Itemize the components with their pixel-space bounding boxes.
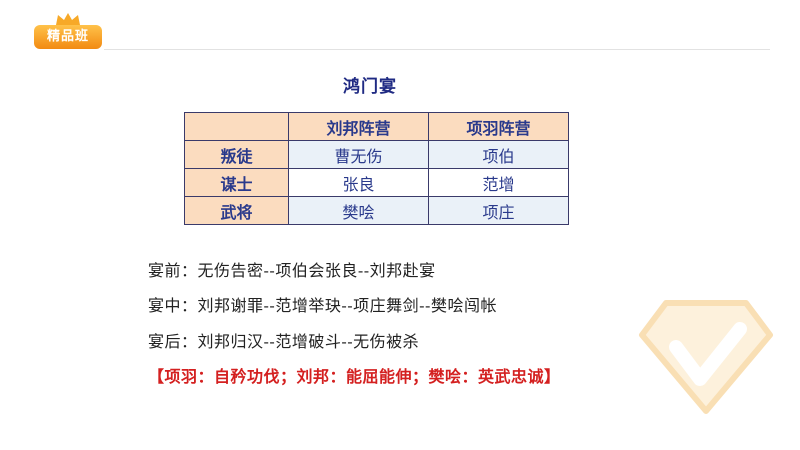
table-cell: 樊哙 — [288, 196, 429, 225]
header-divider — [104, 49, 770, 50]
table-row: 武将 樊哙 项庄 — [184, 196, 569, 225]
watermark-logo-icon — [639, 300, 773, 414]
page-title: 鸿门宴 — [343, 77, 397, 97]
plot-line-before: 宴前：无伤告密--项伯会张良--刘邦赴宴 — [148, 261, 436, 280]
table-cell: 项庄 — [428, 196, 569, 225]
character-summary: 【项羽：自矜功伐；刘邦：能屈能伸；樊哙：英武忠诚】 — [148, 367, 561, 386]
table-row: 谋士 张良 范增 — [184, 168, 569, 197]
table-cell: 张良 — [288, 168, 429, 197]
table-row: 叛徒 曹无伤 项伯 — [184, 140, 569, 169]
row-header: 武将 — [184, 196, 289, 225]
column-header: 项羽阵营 — [428, 112, 569, 141]
plot-line-after: 宴后：刘邦归汉--范增破斗--无伤被杀 — [148, 332, 420, 351]
row-header: 叛徒 — [184, 140, 289, 169]
brand-badge: 精品班 — [34, 25, 102, 49]
table-header-row: 刘邦阵营 项羽阵营 — [184, 112, 569, 141]
plot-line-during: 宴中：刘邦谢罪--范增举玦--项庄舞剑--樊哙闯帐 — [148, 296, 497, 315]
table-corner-cell — [184, 112, 289, 141]
brand-logo: 精品班 — [34, 12, 102, 50]
crown-icon — [56, 13, 80, 25]
table-cell: 范增 — [428, 168, 569, 197]
column-header: 刘邦阵营 — [288, 112, 429, 141]
row-header: 谋士 — [184, 168, 289, 197]
table-cell: 项伯 — [428, 140, 569, 169]
camp-table: 刘邦阵营 项羽阵营 叛徒 曹无伤 项伯 谋士 张良 范增 武将 樊哙 项庄 — [184, 112, 569, 225]
table-cell: 曹无伤 — [288, 140, 429, 169]
